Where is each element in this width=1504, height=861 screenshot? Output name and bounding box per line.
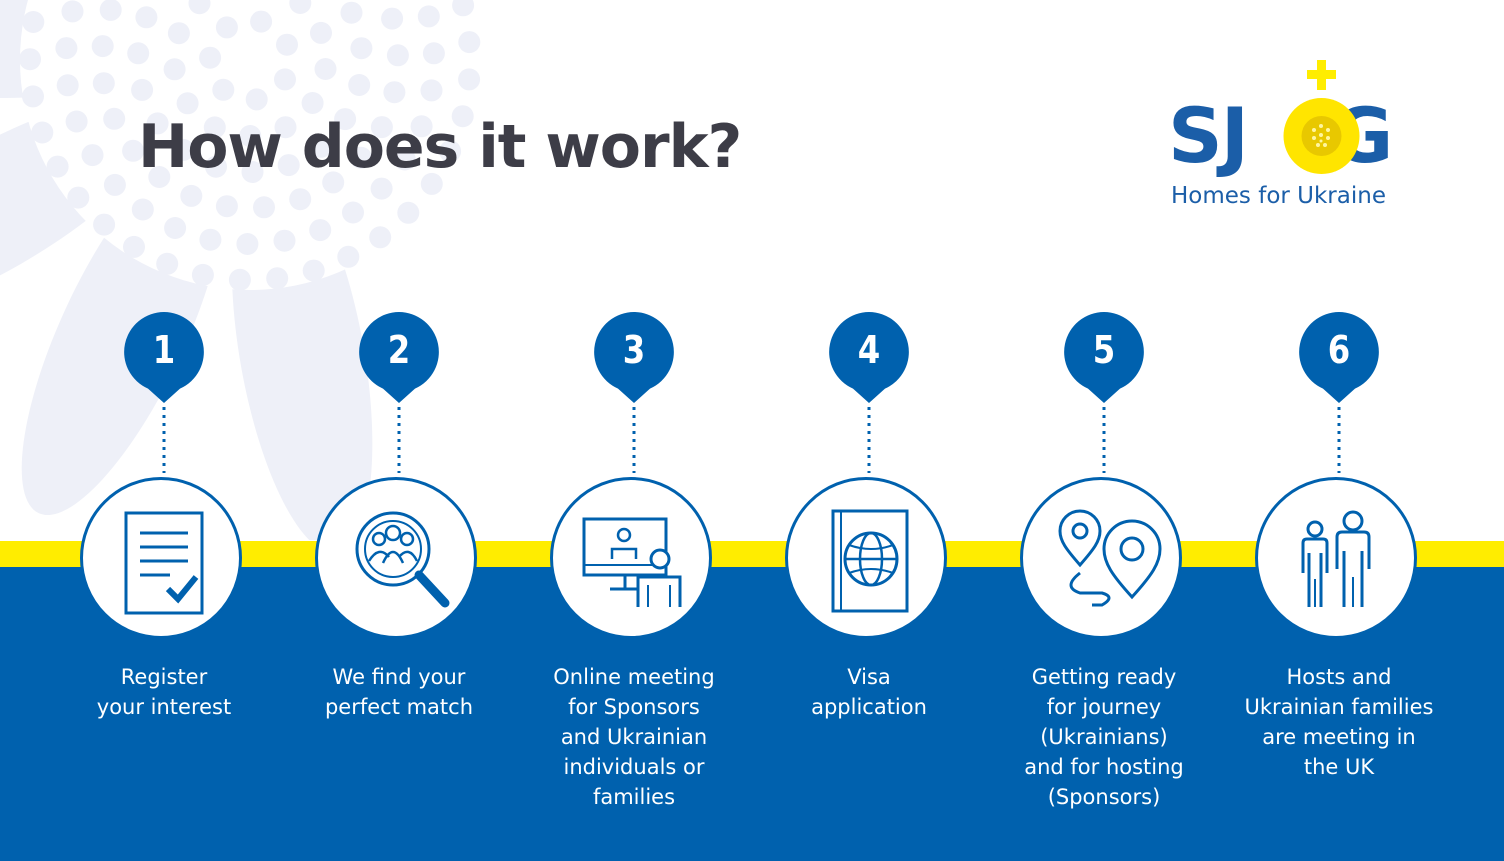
blue-band [0,567,1504,861]
step-2: 2 We find your perfect match [279,0,519,861]
step-marker-pin [592,310,676,404]
step-label-line: are meeting in [1262,725,1416,749]
step-number: 2 [387,328,411,372]
sunflower-decoration [0,0,481,540]
step-label: Getting ready for journey (Ukrainians) and … [984,662,1224,812]
step-label-line: We find your [332,665,466,689]
dotted-connector [162,406,166,474]
step-number: 6 [1327,328,1351,372]
document-check-icon [124,511,204,615]
logo-letter-s: S [1168,91,1223,180]
dotted-connector [867,406,871,474]
step-number: 4 [857,328,881,372]
step-label-line: Visa [847,665,891,689]
step-icon-circle [315,477,477,639]
step-marker-pin [357,310,441,404]
dotted-connector [397,406,401,474]
sunflower-cross-icon [1283,60,1360,174]
people-standing-icon [1301,510,1371,607]
step-label-line: perfect match [324,695,474,719]
step-label-line: Online meeting [553,665,715,689]
step-label-line: families [592,785,676,809]
step-label-line: application [811,695,927,719]
step-label-line: for journey [1046,695,1162,719]
people-search-icon [355,511,450,608]
passport-icon [831,509,909,613]
route-pins-icon [1058,509,1162,607]
page-title: How does it work? [138,112,742,182]
step-label-line: Ukrainian families [1244,695,1434,719]
step-label-line: and for hosting [1024,755,1184,779]
step-label-line: Getting ready [1031,665,1177,689]
step-label-line: Hosts and [1286,665,1392,689]
step-label-line: (Sponsors) [1047,785,1161,809]
step-number: 1 [152,328,176,372]
step-icon-circle [1255,477,1417,639]
step-icon-circle [1020,477,1182,639]
step-label-line: individuals or [563,755,705,779]
yellow-band [0,541,1504,567]
dotted-connector [632,406,636,474]
step-icon-circle [550,477,712,639]
step-label-line: the UK [1303,755,1375,779]
step-number: 3 [622,328,646,372]
video-meeting-icon [582,517,682,607]
step-marker-pin [1297,310,1381,404]
step-number: 5 [1092,328,1116,372]
logo-letter-j: J [1220,91,1249,180]
step-marker-pin [122,310,206,404]
step-marker-pin [827,310,911,404]
step-icon-circle [80,477,242,639]
step-label-line: and Ukrainian [560,725,708,749]
step-label-line: your interest [96,695,232,719]
dotted-connector [1337,406,1341,474]
step-label: Visa application [749,662,989,722]
step-label: Register your interest [44,662,284,722]
step-label: We find your perfect match [279,662,519,722]
logo-subtitle: Homes for Ukraine [1171,183,1386,209]
step-label-line: for Sponsors [568,695,700,719]
dotted-connector [1102,406,1106,474]
step-marker-pin [1062,310,1146,404]
step-icon-circle [785,477,947,639]
step-label-line: Register [120,665,208,689]
step-label: Online meeting for Sponsors and Ukrainian i… [514,662,754,812]
step-label-line: (Ukrainians) [1040,725,1168,749]
